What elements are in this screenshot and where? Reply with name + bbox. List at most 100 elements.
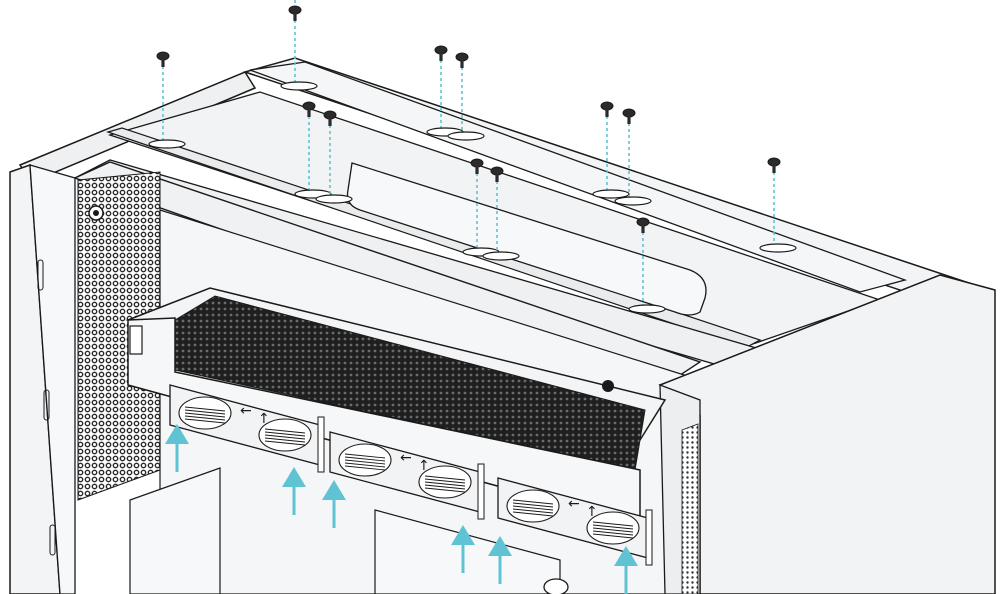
airflow-arrow-icon [451, 525, 475, 573]
fan-blade [344, 456, 386, 462]
fan-row: ←↑←↑←↑ [169, 384, 653, 566]
screw-shaft [439, 52, 443, 61]
screw-slot [482, 251, 520, 261]
screw-shaft [475, 165, 479, 174]
screw-slot [280, 81, 318, 91]
fan-blade [344, 453, 386, 459]
screw-icon [434, 45, 448, 61]
screw-group [156, 5, 781, 233]
fan-blade [592, 521, 634, 527]
fan-blade [424, 487, 466, 493]
fan-blade [512, 505, 554, 511]
fan-blade [264, 431, 306, 437]
case-left-wall [9, 163, 61, 594]
fan-blade [592, 527, 634, 533]
screw-slot [592, 189, 630, 199]
wall-slot [43, 389, 50, 421]
fan-blade-hub [586, 511, 640, 545]
fan-blade [264, 440, 306, 446]
radiator-mount-hole [602, 380, 614, 392]
fan-blade [344, 465, 386, 471]
wall-slot [49, 524, 56, 556]
fan-blade [592, 533, 634, 539]
screw-shaft [772, 164, 776, 173]
arrow-head [451, 525, 475, 545]
screw-slot [759, 243, 797, 253]
screw-shaft [495, 173, 499, 182]
screw-icon [636, 217, 650, 233]
airflow-arrow-icon [614, 546, 638, 594]
screw-slot [315, 194, 353, 204]
fan-blade [184, 415, 226, 421]
screw-slot [614, 196, 652, 206]
fan-blade-hub [506, 489, 560, 523]
arrow-head [614, 546, 638, 566]
screw-slot [148, 139, 186, 149]
cable-grommet [543, 578, 569, 594]
radiator-front-frame [127, 317, 641, 526]
direction-arrow-icon: ↑ [586, 504, 598, 520]
screw-icon [767, 157, 781, 173]
fan-blade-hub [338, 443, 392, 477]
fan-blade [344, 459, 386, 465]
wall-slot [37, 259, 44, 291]
screw-icon [288, 5, 302, 21]
fan-blade [592, 524, 634, 530]
direction-arrow-icon: ↑ [258, 411, 270, 427]
fan-blade [184, 418, 226, 424]
fan-standoff [317, 416, 325, 473]
airflow-arrow-icon [488, 536, 512, 584]
fan-blade [184, 406, 226, 412]
direction-arrow-icon: ← [240, 403, 252, 419]
screw-shaft [460, 59, 464, 68]
screw-icon [302, 101, 316, 117]
direction-arrow-icon: ← [400, 450, 412, 466]
fan: ←↑ [329, 431, 485, 520]
screw-icon [470, 158, 484, 174]
fan-blade [264, 434, 306, 440]
fan: ←↑ [169, 384, 325, 473]
case-left-inner-wall [29, 164, 76, 594]
fan-blade [344, 462, 386, 468]
fan-blade [184, 412, 226, 418]
frame-screw-hole [93, 210, 99, 216]
screw-icon [156, 51, 170, 67]
fan-blade [592, 530, 634, 536]
fan-blade [424, 478, 466, 484]
fan-blade-hub [418, 465, 472, 499]
screw-shaft [328, 117, 332, 126]
fan-blade-hub [178, 396, 232, 430]
fan-blade [512, 508, 554, 514]
top-frame-rail-back [249, 61, 908, 293]
direction-arrow-icon: ← [568, 496, 580, 512]
airflow-arrows [165, 424, 638, 594]
fan-blade [512, 502, 554, 508]
fan-blade [264, 437, 306, 443]
fan-blade [424, 484, 466, 490]
fan-blade [424, 481, 466, 487]
screw-guide-lines [148, 0, 797, 314]
fan-blade [184, 409, 226, 415]
interior-cutout-left [129, 467, 221, 594]
screw-icon [622, 108, 636, 124]
fan-blade [512, 511, 554, 517]
radiator-assembly: ←↑←↑←↑ [125, 287, 667, 566]
arrow-head [282, 467, 306, 487]
fan-blade-hub [258, 418, 312, 452]
screw-icon [323, 110, 337, 126]
fan-standoff [645, 509, 653, 566]
screw-icon [600, 101, 614, 117]
side-mesh-strip [681, 423, 699, 594]
fan-blade [512, 499, 554, 505]
screw-slot [447, 131, 485, 141]
fan-blade [264, 428, 306, 434]
radiator-end-tab [129, 325, 143, 355]
airflow-arrow-icon [165, 424, 189, 472]
arrow-head [165, 424, 189, 444]
bracket-rail-upper [105, 127, 762, 349]
fan: ←↑ [497, 477, 653, 566]
screw-shaft [307, 108, 311, 117]
fan-standoff [477, 463, 485, 520]
